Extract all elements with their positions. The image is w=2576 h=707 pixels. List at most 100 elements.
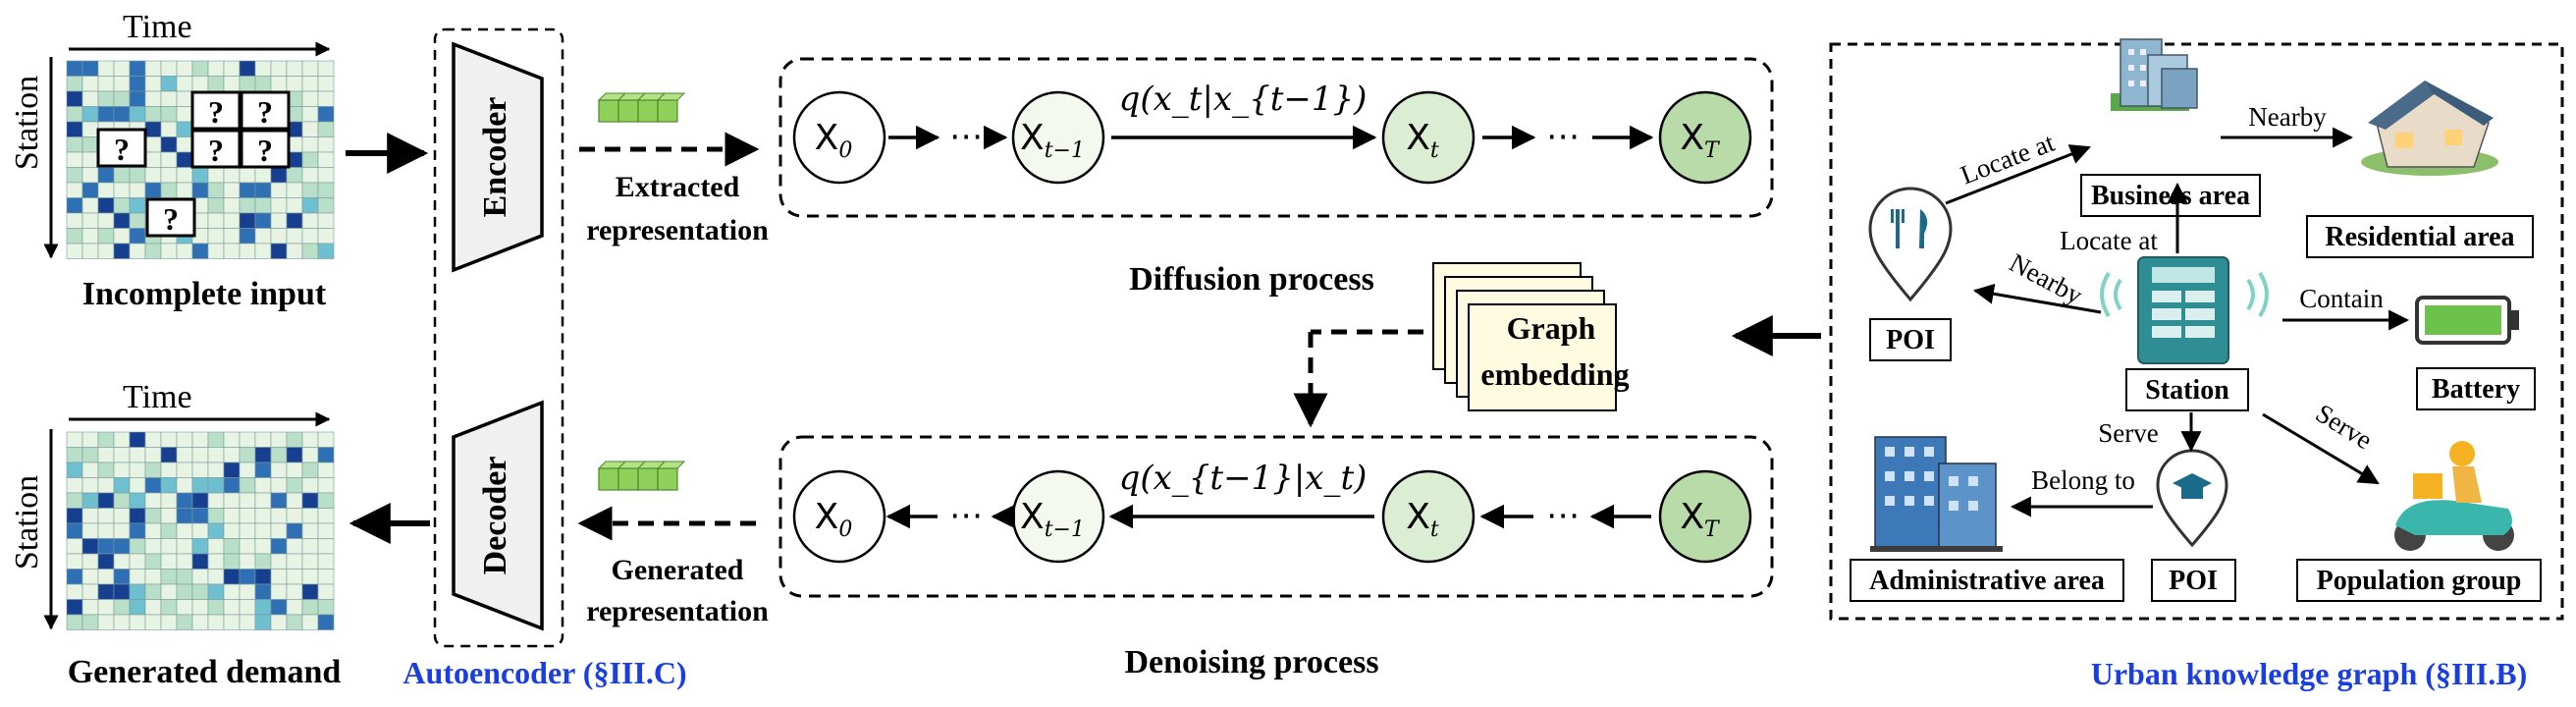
grid-cell [97, 447, 115, 463]
grid-cell [223, 569, 241, 585]
time-axis-label-bottom: Time [123, 379, 192, 415]
battery-station-icon [2100, 256, 2269, 364]
grid-cell [66, 599, 83, 616]
edge-station-nearby-poi [1972, 283, 2102, 314]
grid-cell [81, 462, 99, 478]
node-x-t-minus-1-subscript: t−1 [1045, 517, 1085, 542]
grid-cell [97, 90, 115, 107]
grid-cell [254, 477, 272, 494]
grid-cell [160, 599, 178, 616]
grid-cell [129, 614, 146, 630]
grid-cell [254, 447, 272, 463]
grid-cell [286, 76, 303, 92]
grid-cell [286, 60, 303, 77]
grid-cell [191, 167, 209, 184]
chain-dots: ⋯ [949, 496, 983, 535]
grid-cell [301, 583, 319, 600]
relation-belong-to: Belong to [2031, 465, 2135, 495]
grid-cell [191, 447, 209, 463]
grid-cell [176, 243, 193, 259]
grid-cell [286, 243, 303, 259]
grid-cell [317, 614, 335, 630]
grid-cell [317, 553, 335, 570]
relation-nearby-2: Nearby [2005, 247, 2088, 310]
grid-cell [160, 60, 178, 77]
grid-cell [113, 583, 131, 600]
grid-cell [207, 182, 225, 198]
diffusion-label: Diffusion process [1129, 261, 1374, 298]
grid-cell [129, 583, 146, 600]
grid-cell [97, 583, 115, 600]
grid-cell [254, 553, 272, 570]
grid-cell [239, 447, 256, 463]
grid-cell [317, 492, 335, 509]
grid-cell [97, 522, 115, 539]
grid-cell [97, 197, 115, 214]
grid-cell [317, 182, 335, 198]
grid-cell [81, 522, 99, 539]
grid-cell [129, 90, 146, 107]
grid-cell [286, 477, 303, 494]
grid-cell [66, 508, 83, 524]
business-area-box [2080, 174, 2261, 217]
grid-cell [81, 243, 99, 259]
grid-cell [317, 212, 335, 229]
grid-cell [81, 90, 99, 107]
grid-cell [254, 614, 272, 630]
urban-knowledge-graph: Business area Residential area POI [1829, 38, 2564, 691]
grid-cell [97, 614, 115, 630]
node-x-T-label: XT [1680, 497, 1721, 542]
node-x0 [792, 90, 886, 185]
grid-cell [270, 508, 288, 524]
denoising-box [778, 435, 1774, 598]
grid-cell [317, 447, 335, 463]
grid-cell [301, 569, 319, 585]
relation-locate-at-2: Locate at [2060, 226, 2158, 255]
grid-cell [129, 599, 146, 616]
grid-cell [160, 167, 178, 184]
grid-cell [286, 614, 303, 630]
grid-cell [207, 197, 225, 214]
grid-cell [129, 60, 146, 77]
grid-cell [160, 151, 178, 168]
grid-cell [144, 447, 162, 463]
grid-cell [113, 599, 131, 616]
grid-cell [317, 522, 335, 539]
grid-cell [239, 197, 256, 214]
grid-cell [160, 121, 178, 137]
grid-cell [270, 599, 288, 616]
grid-cell [301, 599, 319, 616]
grid-cell [223, 197, 241, 214]
grid-cell [317, 538, 335, 555]
grid-cell [113, 197, 131, 214]
node-x-T-subscript: T [1704, 138, 1721, 163]
chain-dots: ⋯ [949, 117, 983, 156]
grid-cell [301, 60, 319, 77]
battery-icon [2415, 296, 2519, 345]
grid-cell [81, 106, 99, 123]
grid-cell [301, 508, 319, 524]
grid-cell [144, 599, 162, 616]
grid-cell [176, 106, 193, 123]
grid-cell [176, 136, 193, 153]
grid-cell [301, 538, 319, 555]
grid-cell [223, 538, 241, 555]
grid-cell [81, 477, 99, 494]
relation-serve-1: Serve [2098, 418, 2158, 448]
grid-cell [160, 508, 178, 524]
grid-cell [129, 538, 146, 555]
grid-cell [301, 90, 319, 107]
grid-cell [160, 136, 178, 153]
grid-cell [176, 151, 193, 168]
grid-cell [207, 431, 225, 448]
grid-cell [301, 477, 319, 494]
chain-dots: ⋯ [1546, 117, 1580, 156]
grid-cell [286, 228, 303, 245]
grid-cell [113, 553, 131, 570]
grid-cell [176, 508, 193, 524]
grid-cell [239, 60, 256, 77]
grid-cell [286, 508, 303, 524]
grid-cell [286, 182, 303, 198]
grid-cell [223, 243, 241, 259]
